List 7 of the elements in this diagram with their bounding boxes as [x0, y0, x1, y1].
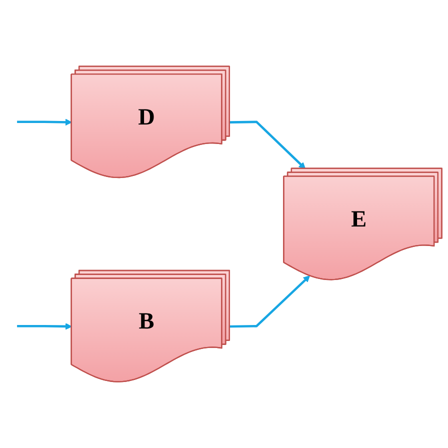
- arrow: [230, 275, 310, 328]
- arrow: [17, 118, 72, 126]
- document-stack: E: [283, 168, 442, 280]
- arrow: [17, 323, 72, 330]
- document-stack: B: [70, 270, 230, 382]
- document-stack: D: [70, 66, 230, 178]
- arrow: [230, 120, 306, 170]
